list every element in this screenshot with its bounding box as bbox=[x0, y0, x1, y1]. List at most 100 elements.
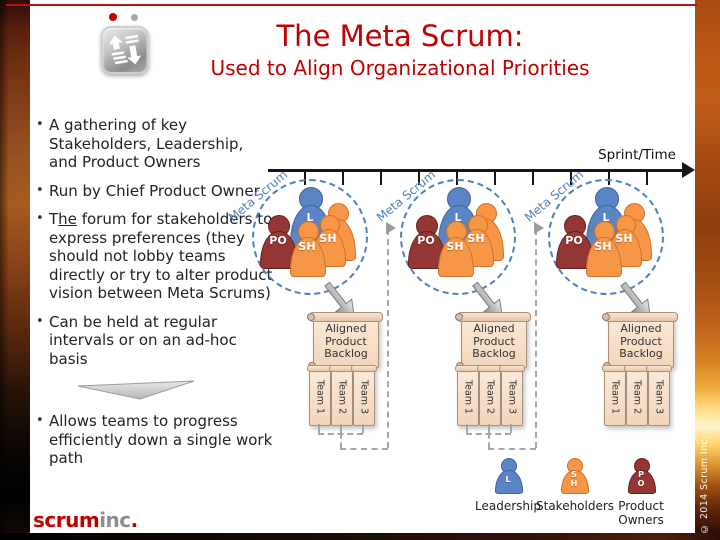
team-label: Team 2 bbox=[484, 379, 496, 415]
person-badge: PO bbox=[565, 234, 583, 247]
person-badge: P O bbox=[637, 470, 645, 488]
bullet-item: Allows teams to progress efficiently dow… bbox=[35, 412, 275, 468]
aligned-product-backlog-scroll: Aligned Product Backlog bbox=[602, 312, 678, 370]
scroll-pin bbox=[307, 313, 315, 321]
bullet-text: he bbox=[58, 210, 77, 228]
feedback-dash bbox=[340, 448, 388, 450]
timeline-tick bbox=[304, 172, 306, 185]
bullet-list: A gathering of key Stakeholders, Leaders… bbox=[35, 116, 275, 478]
red-dot bbox=[109, 13, 117, 21]
sort-arrows-glyph bbox=[108, 34, 142, 65]
team-label: Team 3 bbox=[506, 379, 518, 415]
feedback-dash bbox=[488, 424, 490, 433]
team-scroll: Team 3 bbox=[646, 365, 672, 426]
feedback-dash bbox=[510, 424, 512, 433]
team-scroll: Team 2 bbox=[624, 365, 650, 426]
team-scroll: Team 3 bbox=[351, 365, 377, 426]
wide-down-arrow-icon bbox=[77, 380, 275, 400]
team-label: Team 2 bbox=[336, 379, 348, 415]
top-red-rule bbox=[6, 4, 697, 6]
feedback-dash bbox=[387, 229, 389, 448]
brand-segment: . bbox=[130, 508, 139, 532]
bullet-text: Run by Chief Product Owner bbox=[49, 181, 260, 200]
loop-arrowhead-icon bbox=[386, 222, 396, 234]
team-label: Team 1 bbox=[462, 379, 474, 415]
team-label: Team 2 bbox=[631, 379, 643, 415]
bullet-item: A gathering of key Stakeholders, Leaders… bbox=[35, 116, 275, 172]
team-scroll: Team 1 bbox=[602, 365, 628, 426]
feedback-dash bbox=[340, 424, 342, 433]
scroll-pin bbox=[602, 313, 610, 321]
bullet-item: Run by Chief Product Owner bbox=[35, 182, 275, 201]
aligned-product-backlog-scroll: Aligned Product Backlog bbox=[307, 312, 383, 370]
team-scroll: Team 2 bbox=[477, 365, 503, 426]
aligned-product-backlog-scroll: Aligned Product Backlog bbox=[455, 312, 531, 370]
timeline-tick bbox=[456, 172, 458, 185]
timeline-tick bbox=[646, 172, 648, 185]
person-badge: SH bbox=[446, 240, 464, 253]
scroll-pin bbox=[455, 313, 463, 321]
bullet-text: Can be held at regular intervals or on a… bbox=[49, 312, 237, 368]
team-label: Team 3 bbox=[653, 379, 665, 415]
right-arrowhead-icon bbox=[682, 162, 695, 178]
timeline-tick bbox=[418, 172, 420, 185]
person-badge: PO bbox=[269, 234, 287, 247]
timeline-tick bbox=[342, 172, 344, 185]
person-badge: SH bbox=[467, 232, 485, 245]
backlog-label: Aligned Product Backlog bbox=[324, 322, 368, 360]
timeline-tick bbox=[494, 172, 496, 185]
timeline-label: Sprint/Time bbox=[598, 147, 676, 163]
person-badge: SH bbox=[615, 232, 633, 245]
team-scroll: Team 2 bbox=[329, 365, 355, 426]
person-badge: SH bbox=[594, 240, 612, 253]
flame-border-left bbox=[0, 0, 30, 540]
bullet-text: forum for stakeholders to express prefer… bbox=[49, 210, 273, 302]
scroll-roll bbox=[457, 312, 531, 322]
slide-subtitle: Used to Align Organizational Priorities bbox=[210, 56, 590, 80]
feedback-dash bbox=[340, 433, 342, 448]
brand-segment: inc bbox=[99, 508, 131, 532]
person-badge: SH bbox=[319, 232, 337, 245]
person-badge: L bbox=[602, 211, 610, 224]
legend-item-leadership: L Leadership bbox=[470, 458, 546, 530]
feedback-dash bbox=[466, 424, 468, 433]
feedback-dash bbox=[488, 433, 490, 448]
person-body bbox=[495, 470, 523, 494]
bullet-item: The forum for stakeholders to express pr… bbox=[35, 210, 275, 303]
team-label: Team 1 bbox=[609, 379, 621, 415]
timeline-tick bbox=[532, 172, 534, 185]
dashed-circle bbox=[548, 179, 664, 295]
scroll-roll bbox=[499, 365, 525, 372]
person-badge: L bbox=[306, 211, 314, 224]
person-badge: PO bbox=[417, 234, 435, 247]
team-scroll: Team 1 bbox=[455, 365, 481, 426]
feedback-dash bbox=[318, 424, 320, 433]
legend-label: Product Owners bbox=[618, 499, 664, 527]
feedback-dash bbox=[488, 448, 536, 450]
dashed-circle bbox=[400, 179, 516, 295]
team-label: Team 3 bbox=[358, 379, 370, 415]
sort-arrows-icon bbox=[101, 26, 149, 74]
bullet-text: Allows teams to progress efficiently dow… bbox=[49, 412, 273, 467]
scruminc-logo: scruminc. bbox=[33, 508, 138, 532]
timeline-tick bbox=[570, 172, 572, 185]
person-badge: L bbox=[454, 211, 462, 224]
feedback-dash bbox=[535, 229, 537, 448]
flame-border-right bbox=[695, 0, 720, 540]
scroll-roll bbox=[351, 365, 377, 372]
feedback-dash bbox=[362, 424, 364, 433]
legend-label: Leadership bbox=[475, 499, 541, 513]
scroll-roll bbox=[309, 312, 383, 322]
loop-arrowhead-icon bbox=[534, 222, 544, 234]
person-badge: L bbox=[505, 475, 511, 484]
timeline-tick bbox=[380, 172, 382, 185]
bullet-item: Can be held at regular intervals or on a… bbox=[35, 313, 275, 369]
backlog-label: Aligned Product Backlog bbox=[472, 322, 516, 360]
gray-dot bbox=[131, 14, 138, 21]
team-label: Team 1 bbox=[314, 379, 326, 415]
team-scroll: Team 1 bbox=[307, 365, 333, 426]
